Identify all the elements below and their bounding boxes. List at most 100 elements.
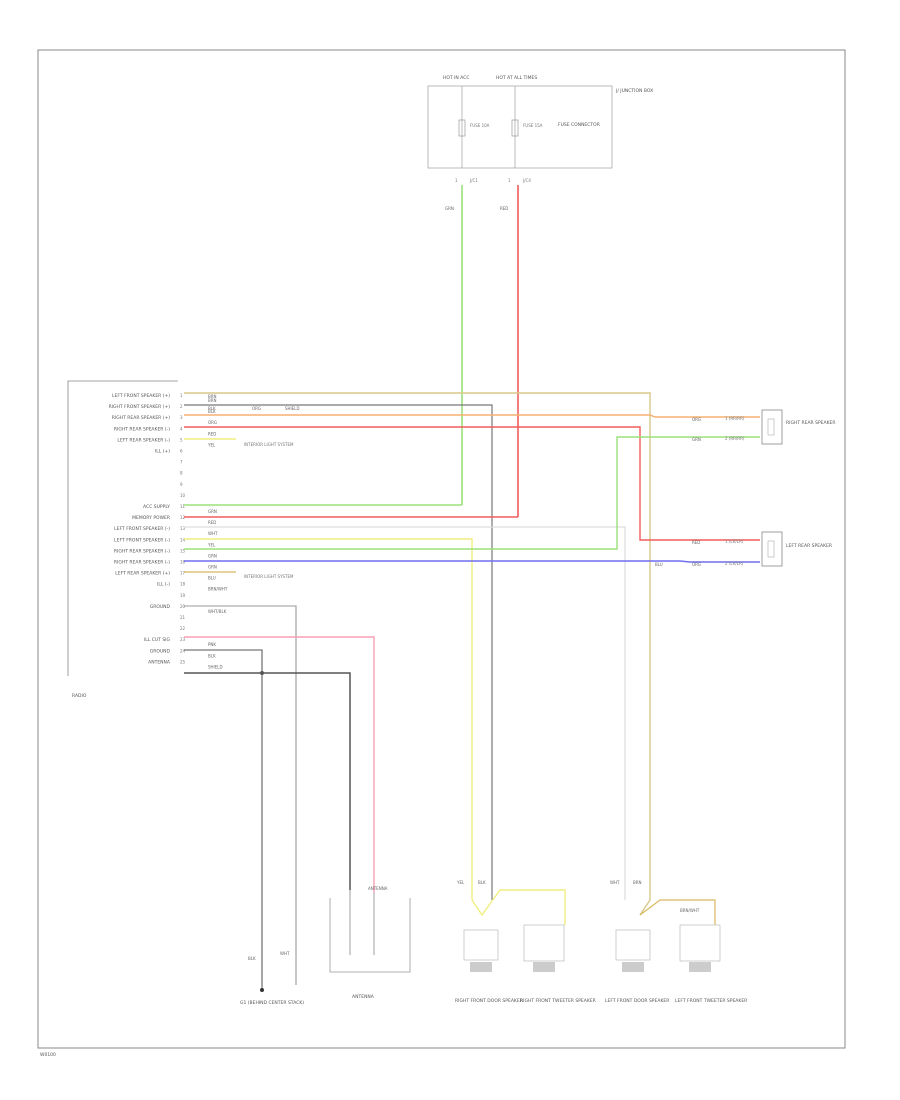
rf-tweeter-wire-yellow	[471, 889, 566, 925]
svg-text:GRN: GRN	[445, 206, 454, 211]
radio-pin-number: 6	[180, 449, 183, 454]
footer-code: W0100	[40, 1052, 56, 1058]
svg-text:BLU: BLU	[655, 562, 663, 567]
svg-text:BLK: BLK	[208, 406, 216, 411]
svg-text:RED: RED	[500, 206, 508, 211]
radio-wire-code: BLK	[208, 409, 216, 414]
radio-pin-number: 10	[180, 493, 186, 498]
lf-tweeter-wire	[639, 899, 716, 925]
radio-wire-code: BLK	[208, 653, 216, 658]
radio-pin-label: ILL CUT SIG	[144, 637, 171, 643]
radio-pin-number: 24	[180, 648, 186, 653]
svg-text:ORG: ORG	[692, 562, 701, 567]
right-front-tweeter-speaker: RIGHT FRONT TWEETER SPEAKER	[520, 924, 596, 1004]
radio-pin-number: 22	[180, 626, 186, 631]
radio-pin-number: 23	[180, 637, 186, 642]
radio-pin-label: ILL (-)	[157, 582, 170, 588]
ground-point: BLK WHT G1 (BEHIND CENTER STACK)	[240, 951, 304, 1006]
right-rear-speaker: ORG GRN 1 (RR/RR) 2 (RR/RR) RIGHT REAR S…	[692, 409, 836, 445]
junction-box: J/ JUNCTION BOX HOT IN ACC HOT AT ALL TI…	[427, 75, 653, 183]
radio-wire-code: BRN/WHT	[208, 587, 228, 592]
svg-text:BRN/WHT: BRN/WHT	[680, 908, 700, 913]
radio-wire-code: GRN	[208, 553, 217, 558]
svg-text:RADIO: RADIO	[72, 693, 87, 699]
svg-text:1: 1	[508, 178, 511, 183]
radio-pin-number: 4	[180, 426, 183, 431]
radio-pin-number: 15	[180, 548, 186, 553]
radio-pin-label: ANTENNA	[148, 659, 171, 665]
radio-wire-code: BRN	[208, 398, 217, 403]
left-rear-speaker: RED ORG 1 (LR/LR) 2 (LR/LR) LEFT REAR SP…	[655, 531, 832, 567]
radio-wire-code: GRN	[208, 509, 217, 514]
radio-pin-label: LEFT FRONT SPEAKER (-)	[114, 526, 170, 532]
radio-pin-label: MEMORY POWER	[132, 515, 170, 521]
svg-text:1 (LR/LR): 1 (LR/LR)	[725, 539, 744, 544]
radio-wire-code: SHIELD	[208, 664, 223, 669]
radio-pin-number: 25	[180, 659, 186, 664]
radio-pin-number: 20	[180, 604, 186, 609]
radio-pin-label: LEFT FRONT SPEAKER (-)	[114, 537, 170, 543]
radio-wire-code: YEL	[207, 442, 216, 447]
svg-text:HOT IN ACC: HOT IN ACC	[443, 75, 470, 81]
svg-text:LEFT REAR SPEAKER: LEFT REAR SPEAKER	[786, 543, 832, 549]
svg-text:BRN: BRN	[633, 880, 642, 885]
svg-text:J/C1: J/C1	[469, 178, 478, 183]
radio-pin-label: ILL (+)	[155, 449, 170, 455]
svg-text:FUSE 10A: FUSE 10A	[470, 123, 490, 128]
radio-pin-number: 3	[180, 415, 183, 420]
svg-text:BLK: BLK	[478, 880, 486, 885]
radio-pin-label: LEFT REAR SPEAKER (-)	[117, 437, 170, 443]
left-front-door-speaker: WHT BRN LEFT FRONT DOOR SPEAKER	[605, 880, 669, 1004]
svg-text:SHIELD: SHIELD	[285, 406, 300, 411]
radio-wires	[184, 392, 760, 985]
radio-pin-number: 9	[180, 482, 183, 487]
radio-pin-label: LEFT REAR SPEAKER (+)	[115, 571, 170, 577]
svg-text:RIGHT REAR SPEAKER: RIGHT REAR SPEAKER	[786, 420, 836, 426]
svg-text:WHT: WHT	[610, 880, 620, 885]
radio-pin-label: RIGHT REAR SPEAKER (+)	[112, 415, 170, 421]
radio-wire-code: BLU	[208, 576, 216, 581]
right-front-door-speaker: YEL BLK RIGHT FRONT DOOR SPEAKER	[455, 880, 523, 1004]
diagram-frame	[37, 49, 846, 1049]
svg-text:J/ JUNCTION BOX: J/ JUNCTION BOX	[615, 88, 653, 94]
radio-pin-number: 2	[180, 404, 183, 409]
svg-text:BLK: BLK	[248, 956, 256, 961]
radio-wire-code: PNK	[208, 642, 216, 647]
svg-text:FUSE 15A: FUSE 15A	[523, 123, 543, 128]
svg-text:LEFT FRONT TWEETER SPEAKER: LEFT FRONT TWEETER SPEAKER	[675, 998, 747, 1004]
radio-pin-number: 18	[180, 582, 186, 587]
radio-pin-label: GROUND	[150, 604, 171, 610]
svg-text:1: 1	[455, 178, 458, 183]
radio-pin-label: GROUND	[150, 648, 171, 654]
svg-text:2 (LR/LR): 2 (LR/LR)	[725, 561, 744, 566]
svg-text:FUSE CONNECTOR: FUSE CONNECTOR	[558, 122, 600, 128]
radio-pin-number: 8	[180, 471, 183, 476]
svg-text:G1 (BEHIND CENTER STACK): G1 (BEHIND CENTER STACK)	[240, 1000, 304, 1006]
radio-wire-code: RED	[208, 520, 216, 525]
radio-pin-number: 19	[180, 593, 186, 598]
svg-text:HOT AT ALL TIMES: HOT AT ALL TIMES	[496, 75, 537, 81]
radio-wire-code: GRN	[208, 565, 217, 570]
svg-text:ANTENNA: ANTENNA	[352, 994, 375, 1000]
svg-text:2 (RR/RR): 2 (RR/RR)	[725, 436, 745, 441]
antenna-component: ANTENNA ANTENNA	[329, 886, 411, 1000]
radio-wire-code: RED	[208, 431, 216, 436]
svg-text:LEFT FRONT DOOR SPEAKER: LEFT FRONT DOOR SPEAKER	[605, 998, 669, 1004]
radio-pin-label: RIGHT REAR SPEAKER (-)	[114, 560, 170, 566]
svg-text:J/C4: J/C4	[522, 178, 531, 183]
radio-pin-number: 11	[180, 504, 186, 509]
svg-text:RIGHT FRONT TWEETER SPEAKER: RIGHT FRONT TWEETER SPEAKER	[520, 998, 596, 1004]
radio-wire-code: WHT	[208, 531, 218, 536]
svg-text:INTERIOR LIGHT SYSTEM: INTERIOR LIGHT SYSTEM	[244, 574, 294, 579]
radio-pin-label: RIGHT FRONT SPEAKER (+)	[109, 404, 171, 410]
radio-pin-number: 14	[180, 537, 186, 542]
radio-wire-code: WHT/BLK	[208, 609, 227, 614]
radio-pin-label: RIGHT REAR SPEAKER (-)	[114, 426, 170, 432]
radio-pin-number: 5	[180, 437, 183, 442]
radio-wire-code: YEL	[207, 542, 216, 547]
radio-pin-number: 1	[180, 393, 183, 398]
radio-pin-label: ACC SUPPLY	[143, 504, 170, 510]
svg-text:RIGHT FRONT DOOR SPEAKER: RIGHT FRONT DOOR SPEAKER	[455, 998, 523, 1004]
